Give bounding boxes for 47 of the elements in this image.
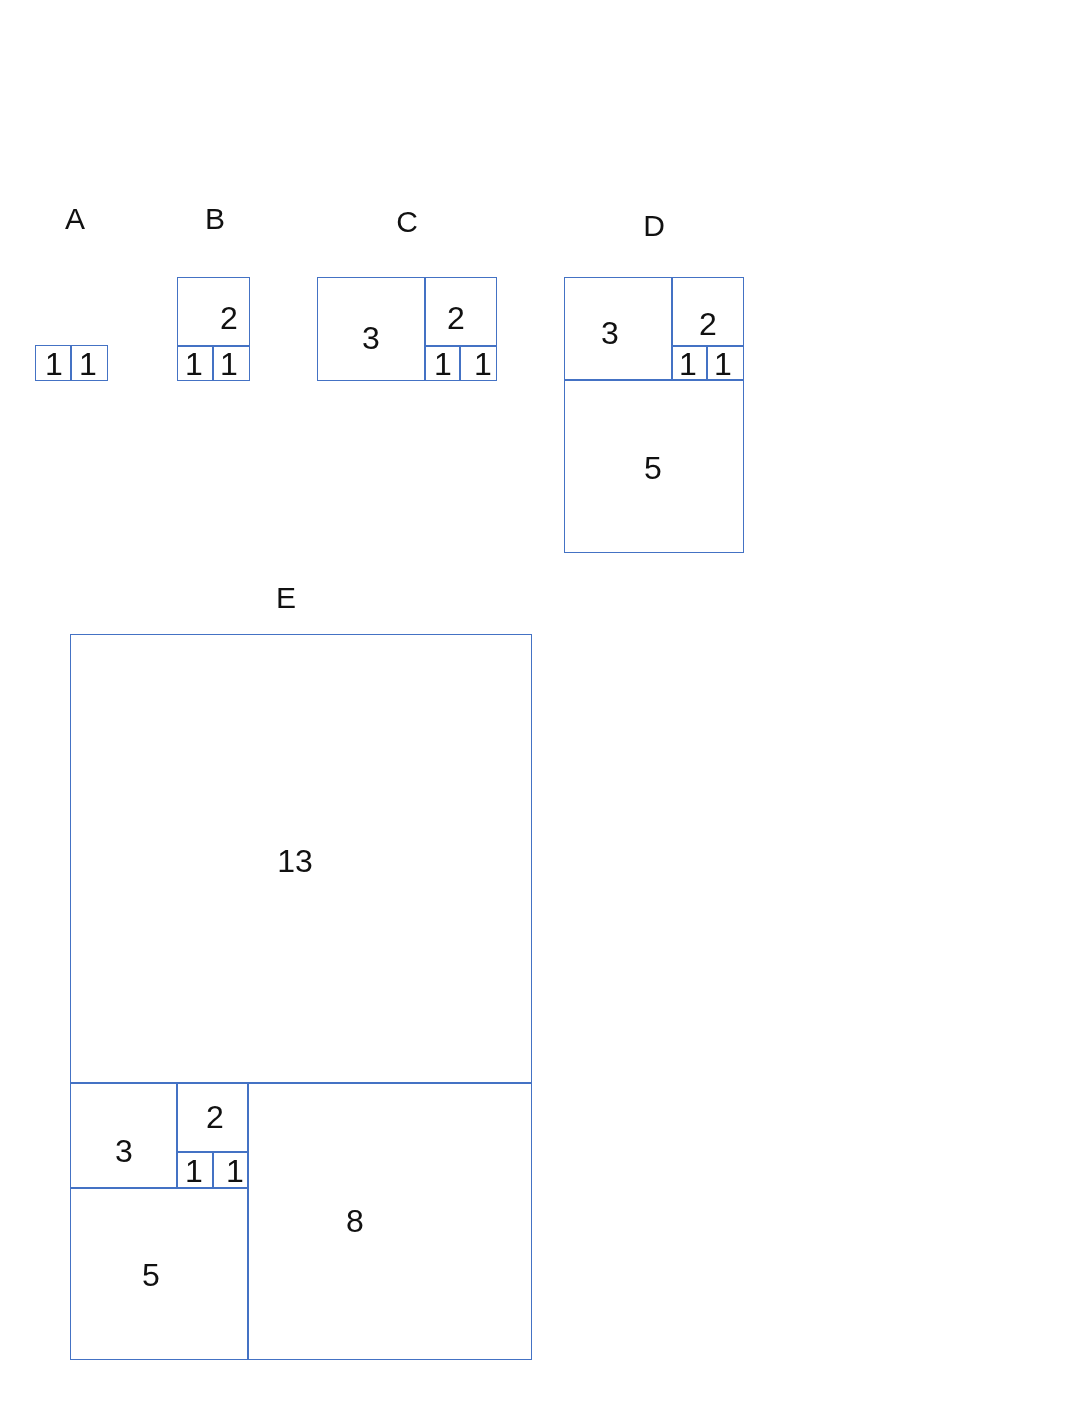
square-number: 3 bbox=[115, 1135, 133, 1167]
square-number: 2 bbox=[699, 308, 717, 340]
square-tile bbox=[247, 1082, 532, 1360]
square-number: 1 bbox=[226, 1155, 244, 1187]
panel-letter: A bbox=[65, 204, 85, 234]
square-number: 5 bbox=[142, 1259, 160, 1291]
square-number: 1 bbox=[79, 348, 97, 380]
square-tile bbox=[424, 345, 461, 381]
panel-letter: B bbox=[205, 204, 225, 234]
square-number: 1 bbox=[220, 348, 238, 380]
square-tile bbox=[177, 345, 214, 381]
square-tile bbox=[671, 277, 744, 347]
square-tile bbox=[459, 345, 497, 381]
square-tile bbox=[424, 277, 497, 347]
square-number: 2 bbox=[206, 1101, 224, 1133]
square-number: 13 bbox=[277, 845, 313, 877]
square-number: 1 bbox=[45, 348, 63, 380]
square-number: 1 bbox=[185, 1155, 203, 1187]
square-number: 1 bbox=[185, 348, 203, 380]
square-tile bbox=[564, 379, 744, 553]
panel-letter: D bbox=[643, 211, 665, 241]
square-tile bbox=[70, 345, 108, 381]
square-tile bbox=[70, 1082, 178, 1189]
square-number: 1 bbox=[434, 348, 452, 380]
square-number: 1 bbox=[714, 348, 732, 380]
square-number: 3 bbox=[362, 322, 380, 354]
square-number: 2 bbox=[447, 302, 465, 334]
square-tile bbox=[177, 277, 250, 347]
square-tile bbox=[35, 345, 72, 381]
square-tile bbox=[706, 345, 744, 381]
square-tile bbox=[564, 277, 673, 381]
square-tile bbox=[317, 277, 426, 381]
square-number: 8 bbox=[346, 1205, 364, 1237]
square-tile bbox=[176, 1151, 214, 1189]
square-number: 1 bbox=[679, 348, 697, 380]
square-number: 1 bbox=[474, 348, 492, 380]
square-tile bbox=[212, 1151, 249, 1189]
square-tile bbox=[212, 345, 250, 381]
square-tile bbox=[671, 345, 708, 381]
square-tile bbox=[176, 1082, 249, 1153]
square-number: 5 bbox=[644, 452, 662, 484]
panel-letter: C bbox=[396, 207, 418, 237]
panel-letter: E bbox=[276, 583, 296, 613]
square-tile bbox=[70, 634, 532, 1084]
square-number: 3 bbox=[601, 317, 619, 349]
square-tile bbox=[70, 1187, 249, 1360]
square-number: 2 bbox=[220, 302, 238, 334]
